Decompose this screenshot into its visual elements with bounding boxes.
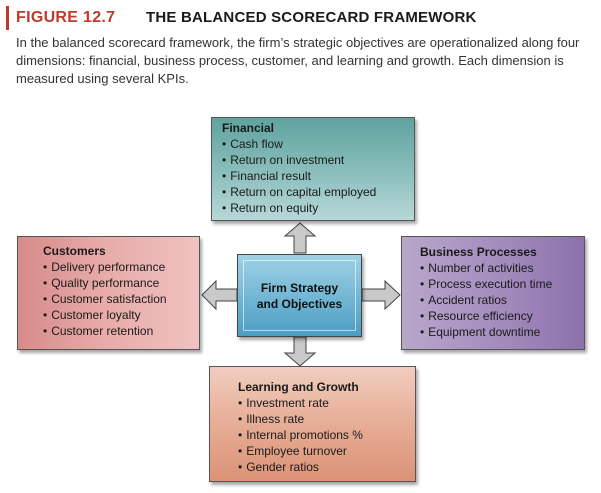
list-item: Financial result bbox=[222, 168, 414, 184]
figure-accent-bar bbox=[6, 6, 9, 30]
figure-title: THE BALANCED SCORECARD FRAMEWORK bbox=[146, 9, 477, 26]
learning-growth-title: Learning and Growth bbox=[238, 380, 359, 394]
customers-kpi-list: Delivery performance Quality performance… bbox=[43, 259, 199, 339]
business-processes-box: Business Processes Number of activities … bbox=[401, 236, 585, 350]
list-item: Return on equity bbox=[222, 200, 414, 216]
arrow-down bbox=[283, 336, 317, 367]
firm-strategy-box: Firm Strategy and Objectives bbox=[237, 254, 362, 337]
list-item: Customer loyalty bbox=[43, 307, 199, 323]
list-item: Return on investment bbox=[222, 152, 414, 168]
list-item: Resource efficiency bbox=[420, 308, 584, 324]
firm-strategy-inner-border bbox=[243, 260, 356, 331]
arrow-left bbox=[201, 279, 238, 311]
figure-label: FIGURE 12.7 bbox=[16, 9, 116, 26]
list-item: Number of activities bbox=[420, 260, 584, 276]
list-item: Customer satisfaction bbox=[43, 291, 199, 307]
arrow-right bbox=[361, 279, 401, 311]
arrow-up bbox=[283, 222, 317, 254]
financial-box: Financial Cash flow Return on investment… bbox=[211, 117, 415, 221]
list-item: Delivery performance bbox=[43, 259, 199, 275]
list-item: Return on capital employed bbox=[222, 184, 414, 200]
business-processes-kpi-list: Number of activities Process execution t… bbox=[420, 260, 584, 340]
financial-kpi-list: Cash flow Return on investment Financial… bbox=[222, 136, 414, 216]
financial-title: Financial bbox=[222, 121, 275, 135]
list-item: Quality performance bbox=[43, 275, 199, 291]
list-item: Internal promotions % bbox=[238, 427, 415, 443]
learning-growth-box: Learning and Growth Investment rate Illn… bbox=[209, 366, 416, 482]
customers-title: Customers bbox=[43, 244, 106, 258]
learning-growth-kpi-list: Investment rate Illness rate Internal pr… bbox=[238, 395, 415, 475]
list-item: Employee turnover bbox=[238, 443, 415, 459]
business-processes-title: Business Processes bbox=[420, 245, 537, 259]
customers-box: Customers Delivery performance Quality p… bbox=[17, 236, 200, 350]
list-item: Equipment downtime bbox=[420, 324, 584, 340]
list-item: Process execution time bbox=[420, 276, 584, 292]
list-item: Customer retention bbox=[43, 323, 199, 339]
list-item: Investment rate bbox=[238, 395, 415, 411]
list-item: Gender ratios bbox=[238, 459, 415, 475]
list-item: Cash flow bbox=[222, 136, 414, 152]
list-item: Illness rate bbox=[238, 411, 415, 427]
list-item: Accident ratios bbox=[420, 292, 584, 308]
figure-caption: In the balanced scorecard framework, the… bbox=[16, 35, 580, 86]
firm-strategy-label: Firm Strategy and Objectives bbox=[256, 280, 343, 311]
